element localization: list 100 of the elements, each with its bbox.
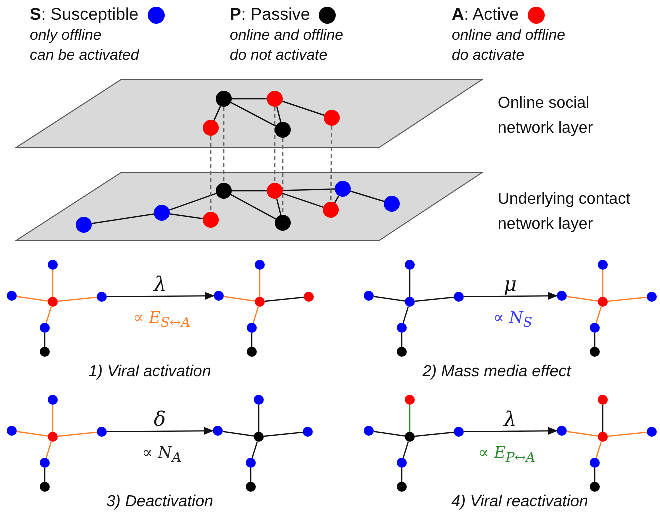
node-circle	[304, 292, 314, 302]
node-circle	[405, 432, 415, 442]
connector-line	[414, 296, 454, 302]
connector-line	[596, 442, 602, 458]
node-circle	[48, 297, 58, 307]
node-circle	[405, 297, 415, 307]
node-circle	[598, 297, 608, 307]
connector-line	[566, 431, 598, 437]
node-circle	[405, 395, 415, 405]
connector-line	[402, 306, 410, 324]
node-circle	[303, 427, 313, 437]
arrow	[107, 292, 215, 300]
node-circle	[255, 260, 265, 270]
connector-line	[16, 296, 48, 302]
node-circle	[364, 291, 374, 301]
rate-formula: ∝ N$_{A}$	[142, 442, 182, 468]
node-circle	[590, 347, 600, 357]
connector-line	[374, 431, 406, 437]
node-circle	[254, 395, 264, 405]
node-circle	[647, 427, 657, 437]
connector-line	[409, 270, 411, 297]
state-description: can be activated	[30, 47, 140, 65]
connector-line	[402, 442, 410, 458]
node-circle	[397, 482, 407, 492]
connector-line	[251, 333, 253, 347]
network-plane	[16, 80, 482, 148]
connector-line	[258, 405, 260, 432]
node-circle	[247, 323, 257, 333]
node-circle	[598, 395, 608, 405]
panel-caption: 1) Viral activation	[88, 362, 212, 382]
node-circle	[590, 482, 600, 492]
node-circle	[454, 292, 464, 302]
arrow	[464, 427, 558, 436]
node-circle	[397, 347, 407, 357]
legend-label: A: Active	[452, 5, 520, 25]
node-circle	[48, 395, 58, 405]
connector-line	[169, 193, 217, 211]
connector-line	[276, 198, 282, 216]
connector-line	[608, 296, 648, 302]
node-circle	[590, 323, 600, 333]
rate-formula: ∝ N$_{S}$	[493, 308, 533, 332]
arrow	[464, 292, 558, 300]
node-circle	[40, 482, 50, 492]
connector-line	[276, 106, 282, 122]
node-circle	[40, 347, 50, 357]
state-description: do activate	[452, 47, 525, 65]
connector-line	[594, 333, 596, 347]
connector-line	[232, 98, 267, 100]
node-circle	[213, 426, 223, 436]
connector-line	[334, 196, 340, 204]
connector-line	[414, 432, 454, 438]
node-circle	[647, 292, 657, 302]
connector-line	[602, 405, 604, 432]
layer-label: Online social network layer	[498, 94, 594, 139]
node-circle	[557, 291, 567, 301]
node-circle	[454, 427, 464, 437]
panel-caption: 2) Mass media effect	[422, 362, 572, 382]
node-circle	[254, 432, 264, 442]
rate-formula: ∝ E$_{P↔A}$	[478, 442, 536, 468]
connector-line	[350, 190, 385, 202]
connector-line	[401, 468, 403, 482]
connector-line	[264, 432, 304, 438]
legend-label: S: Susceptible	[30, 5, 139, 25]
state-description: do not activate	[230, 47, 328, 65]
node-circle	[97, 292, 107, 302]
node-circle	[590, 458, 600, 468]
connector-line	[232, 190, 267, 192]
connector-line	[282, 192, 324, 208]
node-circle	[397, 323, 407, 333]
connector-line	[52, 270, 54, 297]
node-circle	[364, 426, 374, 436]
node-circle	[40, 458, 50, 468]
connector-line	[46, 442, 52, 458]
connector-line	[252, 442, 258, 458]
node-circle	[40, 323, 50, 333]
connector-line	[230, 194, 276, 220]
connector-line	[409, 405, 411, 432]
node-circle	[7, 291, 17, 301]
node-circle	[557, 426, 567, 436]
state-description: only offline	[30, 27, 102, 45]
state-description: online and offline	[452, 27, 566, 45]
node-circle	[214, 291, 224, 301]
connector-line	[58, 432, 98, 438]
node-circle	[255, 297, 265, 307]
node-circle	[397, 458, 407, 468]
dashed-line	[210, 136, 212, 212]
connector-line	[282, 188, 336, 192]
connector-line	[401, 333, 403, 347]
connector-line	[52, 405, 54, 432]
connector-line	[46, 306, 52, 324]
connector-line	[58, 296, 98, 302]
connector-line	[170, 213, 204, 220]
layer-label: Underlying contact network layer	[498, 190, 632, 235]
connector-line	[264, 296, 304, 302]
connector-line	[230, 102, 276, 127]
connector-line	[44, 468, 46, 482]
node-circle	[246, 458, 256, 468]
dashed-line	[274, 107, 276, 183]
connector-line	[44, 333, 46, 347]
node-circle	[48, 432, 58, 442]
